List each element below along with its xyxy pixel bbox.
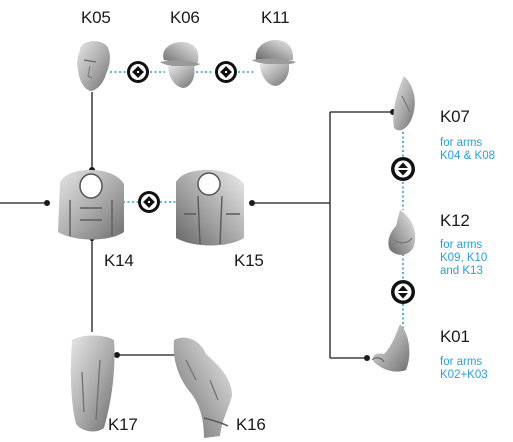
part-label-k16: K16 (236, 415, 266, 434)
swap-connector-icon (215, 61, 237, 83)
note-line: K02+K03 (440, 369, 488, 381)
part-k06-head (160, 42, 200, 88)
part-label-k07: K07 (440, 107, 470, 126)
note-line: K04 & K08 (440, 150, 495, 162)
swap-connector-icon (138, 191, 160, 213)
note-line: K09, K10 (440, 252, 488, 264)
junction-dot-icon (114, 352, 120, 358)
part-k14-torso (58, 170, 124, 240)
part-label-k05: K05 (81, 8, 111, 27)
part-label-k17: K17 (108, 415, 138, 434)
part-label-k12: K12 (440, 211, 470, 230)
note-line: and K13 (440, 265, 483, 277)
part-k11-head (252, 40, 296, 86)
part-label-k06: K06 (170, 8, 200, 27)
swap-connectors (127, 61, 415, 304)
part-k12-arm (388, 210, 416, 255)
swap-connector-icon (391, 280, 415, 304)
alternative-links (110, 71, 404, 330)
note-line: for arms (440, 239, 483, 251)
part-k16-legs (173, 337, 232, 438)
junction-dot-icon (44, 200, 50, 206)
note-line: for arms (440, 356, 483, 368)
note-k12: for arms K09, K10 and K13 (440, 239, 487, 278)
part-label-k01: K01 (440, 327, 470, 346)
junction-dot-icon (249, 200, 255, 206)
connector-lines (0, 92, 393, 359)
swap-connector-icon (127, 61, 149, 83)
part-label-k11: K11 (261, 8, 290, 27)
note-k07: for arms K04 & K08 (440, 137, 495, 163)
part-k17-legs (70, 335, 115, 432)
part-label-k15: K15 (234, 251, 264, 270)
part-k07-arm (393, 76, 415, 131)
note-k01: for arms K02+K03 (440, 356, 488, 382)
part-k01-arm (371, 324, 410, 372)
part-k15-torso (176, 170, 244, 246)
junction-dot-icon (364, 355, 370, 361)
part-label-k14: K14 (104, 251, 134, 270)
note-line: for arms (440, 137, 483, 149)
part-k05-head (77, 41, 110, 91)
swap-connector-icon (391, 157, 415, 181)
